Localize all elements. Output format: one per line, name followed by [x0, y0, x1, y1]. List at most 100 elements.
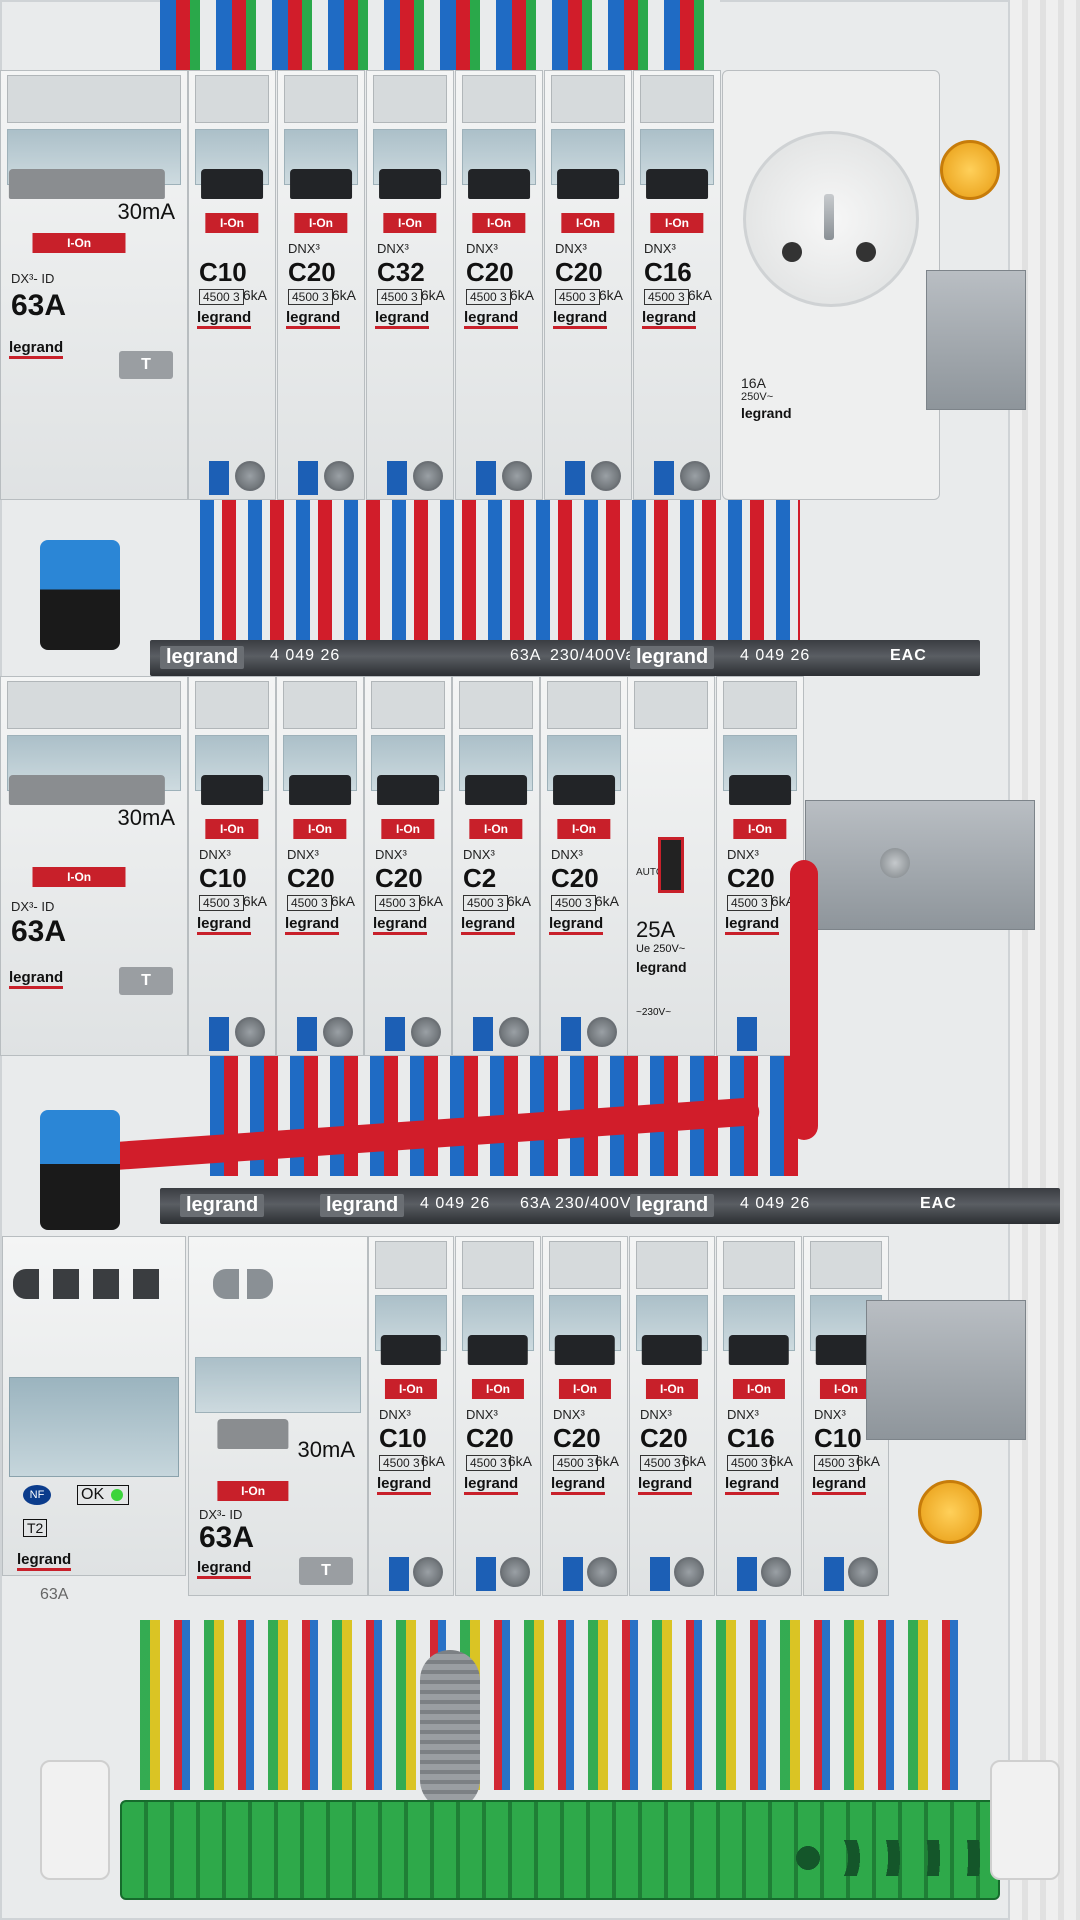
breaker-brand: legrand [553, 309, 608, 329]
breaker-rating: C20 [466, 257, 514, 287]
breaker-kA: 6kA [420, 1453, 445, 1469]
rcd-model: DX³- ID [11, 271, 55, 286]
breaker-model: DNX³ [555, 241, 587, 256]
busbar2-brand-c: legrand [630, 1194, 715, 1217]
breaker-kA: 6kA [506, 893, 531, 909]
rcd-lever[interactable] [217, 1419, 289, 1449]
breaker-lever[interactable] [380, 1335, 442, 1365]
breaker-lever[interactable] [641, 1335, 703, 1365]
breaker-ref: 4500 3 [377, 289, 422, 305]
rcd-model: DX³- ID [199, 1507, 243, 1522]
breaker-model: DNX³ [377, 241, 409, 256]
breaker-lever[interactable] [465, 775, 527, 805]
breaker-terminal-screw [413, 1557, 443, 1587]
socket-brand: legrand [741, 405, 792, 421]
row3-surge-protector: NF OK T2 legrand [2, 1236, 186, 1576]
breaker-kA: 6kA [331, 287, 356, 303]
breaker-neutral-clamp [650, 1557, 670, 1591]
breaker-lever[interactable] [553, 775, 615, 805]
busbar2-ref-a: 4 049 26 [420, 1195, 491, 1212]
row1-orange-fixing [940, 140, 1000, 200]
breaker-rating: C16 [644, 257, 692, 287]
rcd-lever[interactable] [8, 775, 165, 805]
breaker-model: DNX³ [551, 847, 583, 862]
breaker-model: DNX³ [814, 1407, 846, 1422]
breaker-status: I-On [384, 1379, 438, 1399]
breaker-ref: 4500 3 [644, 289, 689, 305]
row3-din-rail-end [866, 1300, 1026, 1440]
breaker-neutral-clamp [563, 1557, 583, 1591]
breaker-lever[interactable] [201, 169, 263, 199]
rcd-test-button[interactable]: T [299, 1557, 353, 1585]
breaker-neutral-clamp [473, 1017, 493, 1051]
breaker-brand: legrand [551, 1475, 606, 1495]
rcd-test-button[interactable]: T [119, 351, 173, 379]
breaker-ref: 4500 3 [288, 289, 333, 305]
busbar1-rating: 63A [510, 647, 542, 664]
breaker-kA: 6kA [242, 893, 267, 909]
rcd-brand: legrand [9, 339, 64, 359]
bottom-right-clip [990, 1760, 1060, 1880]
breaker-terminal-screw [235, 1017, 265, 1047]
contactor-rating: 25A [636, 917, 676, 942]
busbar1-ref-b: 4 049 26 [740, 647, 811, 664]
breaker-cover [284, 75, 358, 123]
breaker-rating: C16 [727, 1423, 775, 1453]
row1-socket-module: 16A 250V~ legrand [722, 70, 940, 500]
breaker-model: DNX³ [727, 847, 759, 862]
rcd-cover [7, 681, 181, 729]
breaker-lever[interactable] [729, 775, 791, 805]
breaker-lever[interactable] [467, 1335, 529, 1365]
breaker-terminal-screw [848, 1557, 878, 1587]
row2-neutral-connector [40, 1110, 120, 1230]
rcd-rating: 63A [199, 1521, 255, 1554]
breaker-status: I-On [557, 819, 611, 839]
breaker-status: I-On [205, 819, 259, 839]
socket-face [743, 131, 919, 307]
breaker-status: I-On [819, 1379, 873, 1399]
breaker-kA: 6kA [855, 1453, 880, 1469]
row2-rail-screw [880, 848, 910, 878]
breaker-lever[interactable] [557, 169, 619, 199]
breaker-status: I-On [732, 1379, 786, 1399]
surge-ok-indicator: OK [77, 1485, 130, 1505]
breaker-brand: legrand [812, 1475, 867, 1495]
breaker-kA: 6kA [330, 893, 355, 909]
breaker-lever[interactable] [379, 169, 441, 199]
busbar2-mark: EAC [920, 1195, 957, 1212]
breaker-lever[interactable] [646, 169, 708, 199]
breaker-status: I-On [471, 1379, 525, 1399]
earth-terminal-holes [790, 1840, 990, 1876]
breaker-lever[interactable] [468, 169, 530, 199]
breaker-model: DNX³ [466, 1407, 498, 1422]
contactor-switch[interactable] [658, 837, 684, 893]
breaker-lever[interactable] [728, 1335, 790, 1365]
breaker-lever[interactable] [201, 775, 263, 805]
breaker-lever[interactable] [289, 775, 351, 805]
breaker-rating: C20 [466, 1423, 514, 1453]
breaker-lever[interactable] [290, 169, 352, 199]
breaker-kA: 6kA [687, 287, 712, 303]
breaker-cover [371, 681, 445, 729]
breaker-neutral-clamp [654, 461, 674, 495]
breaker-lever[interactable] [377, 775, 439, 805]
breaker-brand: legrand [286, 309, 341, 329]
busbar2-ref-b: 4 049 26 [740, 1195, 811, 1212]
breaker-lever[interactable] [554, 1335, 616, 1365]
row2-comb-busbar: legrand legrand 4 049 26 63A 230/400Vac … [160, 1188, 1060, 1224]
breaker-terminal-screw [411, 1017, 441, 1047]
rcd-test-button[interactable]: T [119, 967, 173, 995]
breaker-cover [373, 75, 447, 123]
rcd-lever[interactable] [8, 169, 165, 199]
breaker-model: DNX³ [553, 1407, 585, 1422]
breaker-model: DNX³ [640, 1407, 672, 1422]
breaker-brand: legrand [377, 1475, 432, 1495]
